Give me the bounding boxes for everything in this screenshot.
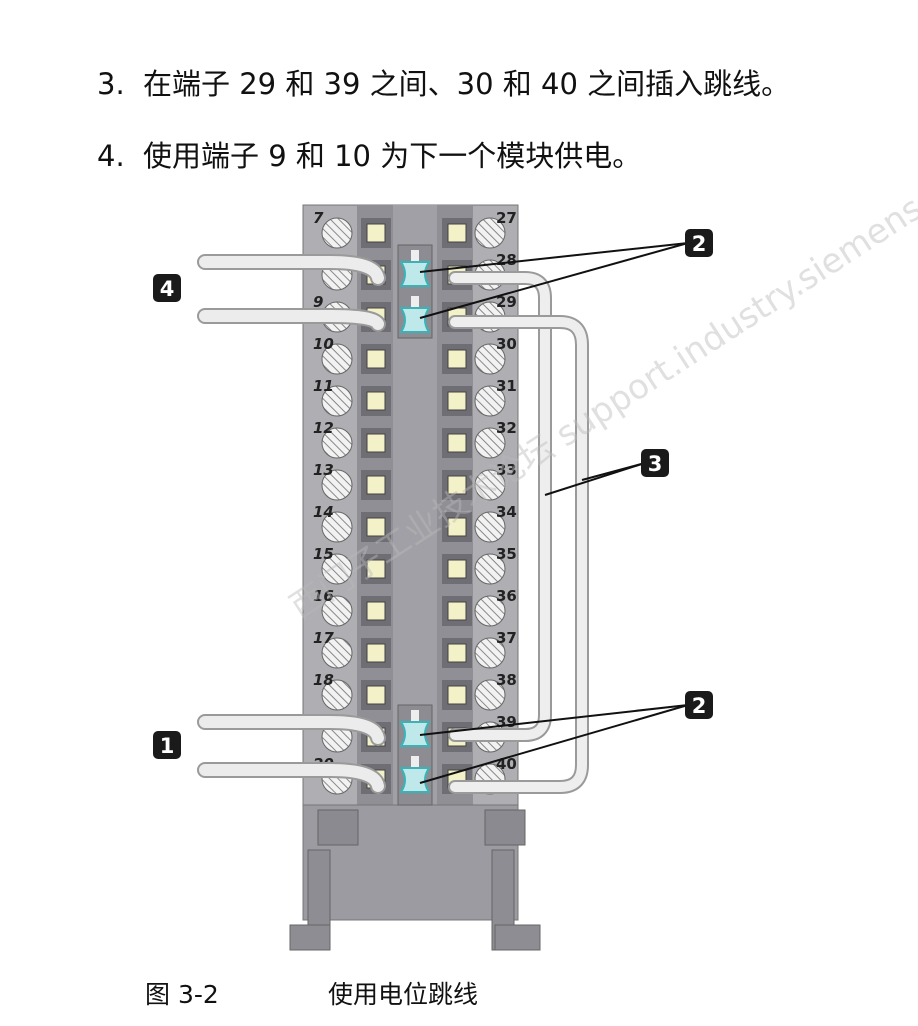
terminal-opening — [447, 517, 467, 537]
screw-icon — [474, 637, 506, 669]
step-text: 使用端子 9 和 10 为下一个模块供电。 — [143, 139, 642, 173]
screw-icon — [474, 343, 506, 375]
terminal-label-left: 11 — [313, 377, 334, 395]
terminal-label-right: 35 — [496, 545, 517, 563]
terminal-opening — [447, 475, 467, 495]
terminal-label-right: 32 — [496, 419, 517, 437]
terminal-opening — [447, 559, 467, 579]
screw-icon — [474, 427, 506, 459]
screw-icon — [321, 469, 353, 501]
screw-icon — [474, 511, 506, 543]
terminal-opening — [366, 685, 386, 705]
screw-icon — [474, 385, 506, 417]
terminal-label-left: 9 — [313, 293, 323, 311]
terminal-opening — [447, 349, 467, 369]
terminal-label-left: 7 — [313, 209, 324, 227]
terminal-row: 12 32 — [313, 419, 517, 459]
terminal-label-left: 10 — [313, 335, 334, 353]
svg-text:4: 4 — [160, 277, 175, 301]
terminal-label-left: 14 — [313, 503, 334, 521]
terminal-opening — [447, 391, 467, 411]
terminal-opening — [366, 559, 386, 579]
screw-icon — [321, 679, 353, 711]
terminal-label-right: 31 — [496, 377, 517, 395]
terminal-row: 7 27 — [313, 209, 517, 249]
step-3: 3. 在端子 29 和 39 之间、30 和 40 之间插入跳线。 — [97, 66, 790, 102]
terminal-row: 14 34 — [313, 503, 517, 543]
step-text: 在端子 29 和 39 之间、30 和 40 之间插入跳线。 — [143, 67, 791, 101]
callout-leaders — [419, 242, 689, 784]
terminal-opening — [366, 601, 386, 621]
screw-icon — [321, 595, 353, 627]
terminal-opening — [366, 349, 386, 369]
terminal-label-right: 28 — [496, 251, 517, 269]
terminal-row: 10 30 — [313, 335, 517, 375]
screw-icon — [321, 427, 353, 459]
screw-icon — [474, 679, 506, 711]
svg-text:2: 2 — [692, 232, 707, 256]
step-number: 4. — [97, 139, 125, 173]
terminal-opening — [366, 643, 386, 663]
screw-icon — [474, 595, 506, 627]
jumper-icon — [399, 307, 431, 333]
screw-icon — [321, 385, 353, 417]
terminal-opening — [447, 685, 467, 705]
wires — [197, 254, 589, 794]
terminal-label-left: 12 — [313, 419, 334, 437]
terminal-opening — [447, 433, 467, 453]
terminal-label-right: 29 — [496, 293, 517, 311]
terminal-row: 13 33 — [313, 461, 517, 501]
callout-badge-2: 2 — [685, 229, 713, 257]
screw-icon — [321, 511, 353, 543]
jumper-icon — [399, 261, 431, 287]
svg-text:3: 3 — [648, 452, 663, 476]
screw-icon — [474, 469, 506, 501]
screw-icon — [474, 553, 506, 585]
step-number: 3. — [97, 67, 125, 101]
terminal-opening — [447, 601, 467, 621]
terminal-opening — [447, 223, 467, 243]
jumper-icon — [399, 767, 431, 793]
terminal-label-right: 34 — [496, 503, 517, 521]
screw-icon — [321, 217, 353, 249]
potential-jumpers — [397, 244, 433, 806]
figure-caption: 使用电位跳线 — [328, 980, 479, 1009]
figure-number: 图 3-2 — [145, 980, 219, 1009]
terminal-label-right: 27 — [496, 209, 517, 227]
screw-icon — [321, 343, 353, 375]
svg-text:1: 1 — [160, 734, 175, 758]
terminal-label-left: 15 — [313, 545, 334, 563]
jumper-icon — [399, 721, 431, 747]
screw-icon — [321, 553, 353, 585]
screw-icon — [321, 637, 353, 669]
terminal-label-right: 37 — [496, 629, 517, 647]
terminal-label-left: 16 — [313, 587, 334, 605]
svg-text:2: 2 — [692, 694, 707, 718]
terminal-opening — [366, 517, 386, 537]
screw-icon — [474, 217, 506, 249]
callout-badge-1: 1 — [153, 731, 181, 759]
callout-badge-3: 3 — [641, 449, 669, 477]
terminal-label-left: 18 — [313, 671, 334, 689]
terminal-opening — [366, 223, 386, 243]
callout-badge-2: 2 — [685, 691, 713, 719]
terminal-label-left: 13 — [313, 461, 334, 479]
terminal-label-right: 36 — [496, 587, 517, 605]
terminal-row: 11 31 — [313, 377, 517, 417]
terminal-opening — [447, 643, 467, 663]
terminal-opening — [366, 475, 386, 495]
step-4: 4. 使用端子 9 和 10 为下一个模块供电。 — [97, 138, 641, 174]
terminal-label-right: 30 — [496, 335, 517, 353]
terminal-label-right: 33 — [496, 461, 517, 479]
terminal-opening — [366, 391, 386, 411]
terminal-label-left: 17 — [313, 629, 334, 647]
terminal-label-right: 38 — [496, 671, 517, 689]
terminal-opening — [366, 433, 386, 453]
callout-badge-4: 4 — [153, 274, 181, 302]
